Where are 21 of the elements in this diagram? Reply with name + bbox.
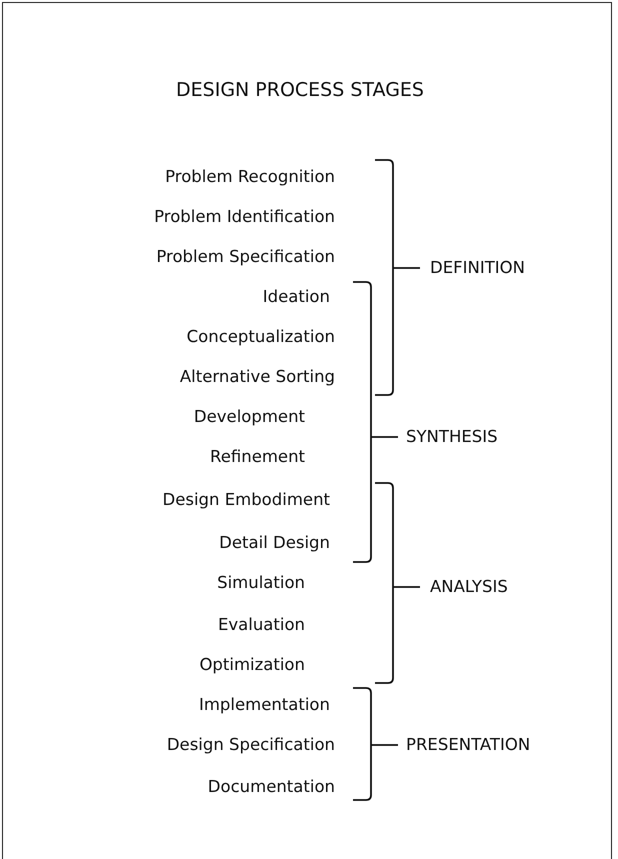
stage-item: Evaluation: [218, 615, 305, 635]
stage-item: Problem Identification: [154, 207, 335, 227]
stage-item: Implementation: [198, 695, 330, 715]
stage-item: Refinement: [210, 447, 305, 467]
stage-item: Ideation: [262, 287, 330, 307]
stage-item: Documentation: [208, 777, 335, 797]
stage-item: Detail Design: [219, 533, 330, 553]
stage-item: Optimization: [199, 655, 305, 675]
stage-name: SYNTHESIS: [406, 427, 498, 447]
stage-item: Design Specification: [166, 735, 335, 755]
stage-name: ANALYSIS: [430, 577, 508, 597]
stage-name: PRESENTATION: [406, 735, 530, 755]
stage-item: Problem Specification: [156, 247, 335, 267]
stage-item: Design Embodiment: [162, 490, 330, 510]
title: DESIGN PROCESS STAGES: [175, 80, 425, 100]
stage-item: Simulation: [217, 573, 305, 593]
stage-item: Conceptualization: [186, 327, 335, 347]
stage-name: DEFINITION: [430, 258, 525, 278]
stage-item: Development: [194, 407, 305, 427]
stage-item: Alternative Sorting: [180, 367, 335, 387]
stage-item: Problem Recognition: [165, 167, 335, 187]
